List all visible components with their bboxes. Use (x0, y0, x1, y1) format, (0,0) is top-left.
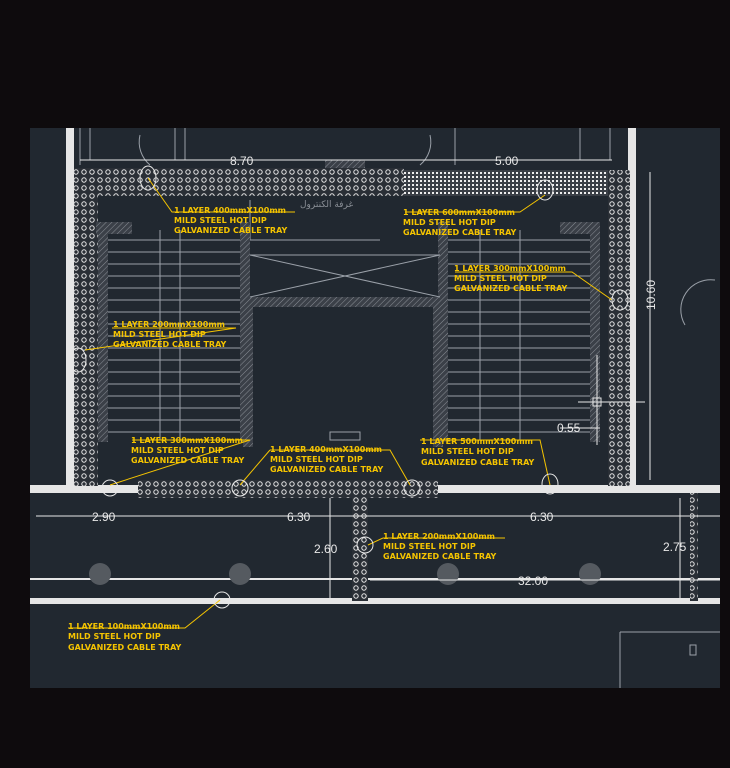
lower-room (619, 631, 720, 688)
svg-text:GALVANIZED CABLE TRAY: GALVANIZED CABLE TRAY (383, 552, 497, 561)
dim-2-90: 2.90 (92, 510, 116, 524)
svg-text:MILD STEEL HOT DIP: MILD STEEL HOT DIP (454, 274, 547, 283)
svg-text:MILD STEEL HOT DIP: MILD STEEL HOT DIP (68, 632, 161, 641)
tray-vertical (352, 493, 368, 601)
dim-0-55: 0.55 (557, 421, 581, 435)
tray-top-right (404, 170, 628, 196)
svg-text:MILD STEEL HOT DIP: MILD STEEL HOT DIP (131, 446, 224, 455)
dimension-texts: 8.70 5.00 10.60 0.55 2.90 6.30 6.30 2.60… (92, 154, 687, 588)
tray-bottom (138, 480, 438, 498)
stair-core (96, 160, 600, 447)
dim-6-30-right: 6.30 (530, 510, 554, 524)
dim-32-00: 32.00 (518, 574, 548, 588)
svg-text:GALVANIZED CABLE TRAY: GALVANIZED CABLE TRAY (421, 458, 535, 467)
svg-text:1 LAYER 200mmX100mm: 1 LAYER 200mmX100mm (113, 320, 225, 329)
room-label: غرفة الكنترول (300, 200, 353, 210)
svg-text:1 LAYER 200mmX100mm: 1 LAYER 200mmX100mm (383, 532, 495, 541)
tray-right (608, 170, 630, 486)
svg-text:1 LAYER 100mmX100mm: 1 LAYER 100mmX100mm (68, 622, 180, 631)
dim-8-70: 8.70 (230, 154, 254, 168)
dim-6-30-left: 6.30 (287, 510, 311, 524)
svg-text:MILD STEEL HOT DIP: MILD STEEL HOT DIP (403, 218, 496, 227)
dim-10-60: 10.60 (644, 280, 658, 310)
leader-markers (69, 165, 629, 609)
svg-text:GALVANIZED CABLE TRAY: GALVANIZED CABLE TRAY (68, 643, 182, 652)
svg-text:MILD STEEL HOT DIP: MILD STEEL HOT DIP (174, 216, 267, 225)
svg-text:GALVANIZED CABLE TRAY: GALVANIZED CABLE TRAY (113, 340, 227, 349)
svg-text:GALVANIZED CABLE TRAY: GALVANIZED CABLE TRAY (131, 456, 245, 465)
svg-text:MILD STEEL HOT DIP: MILD STEEL HOT DIP (270, 455, 363, 464)
svg-text:GALVANIZED CABLE TRAY: GALVANIZED CABLE TRAY (403, 228, 517, 237)
svg-text:GALVANIZED CABLE TRAY: GALVANIZED CABLE TRAY (454, 284, 568, 293)
leader-lines (68, 177, 613, 629)
svg-text:1 LAYER 300mmX100mm: 1 LAYER 300mmX100mm (131, 436, 243, 445)
svg-text:GALVANIZED CABLE TRAY: GALVANIZED CABLE TRAY (174, 226, 288, 235)
dim-5-00: 5.00 (495, 154, 519, 168)
dim-2-75: 2.75 (663, 540, 687, 554)
cable-tray-routes (74, 168, 698, 601)
svg-text:MILD STEEL HOT DIP: MILD STEEL HOT DIP (113, 330, 206, 339)
tray-left (74, 168, 98, 486)
svg-text:1 LAYER 400mmX100mm: 1 LAYER 400mmX100mm (174, 206, 286, 215)
dimension-lines (36, 159, 720, 598)
svg-text:1 LAYER 500mmX100mm: 1 LAYER 500mmX100mm (421, 437, 533, 446)
svg-text:1 LAYER 600mmX100mm: 1 LAYER 600mmX100mm (403, 208, 515, 217)
svg-text:MILD STEEL HOT DIP: MILD STEEL HOT DIP (383, 542, 476, 551)
svg-text:1 LAYER 300mmX100mm: 1 LAYER 300mmX100mm (454, 264, 566, 273)
dim-2-60: 2.60 (314, 542, 338, 556)
svg-text:1 LAYER 400mmX100mm: 1 LAYER 400mmX100mm (270, 445, 382, 454)
tray-top-left (74, 168, 404, 196)
svg-text:MILD STEEL HOT DIP: MILD STEEL HOT DIP (421, 447, 514, 456)
svg-text:GALVANIZED CABLE TRAY: GALVANIZED CABLE TRAY (270, 465, 384, 474)
